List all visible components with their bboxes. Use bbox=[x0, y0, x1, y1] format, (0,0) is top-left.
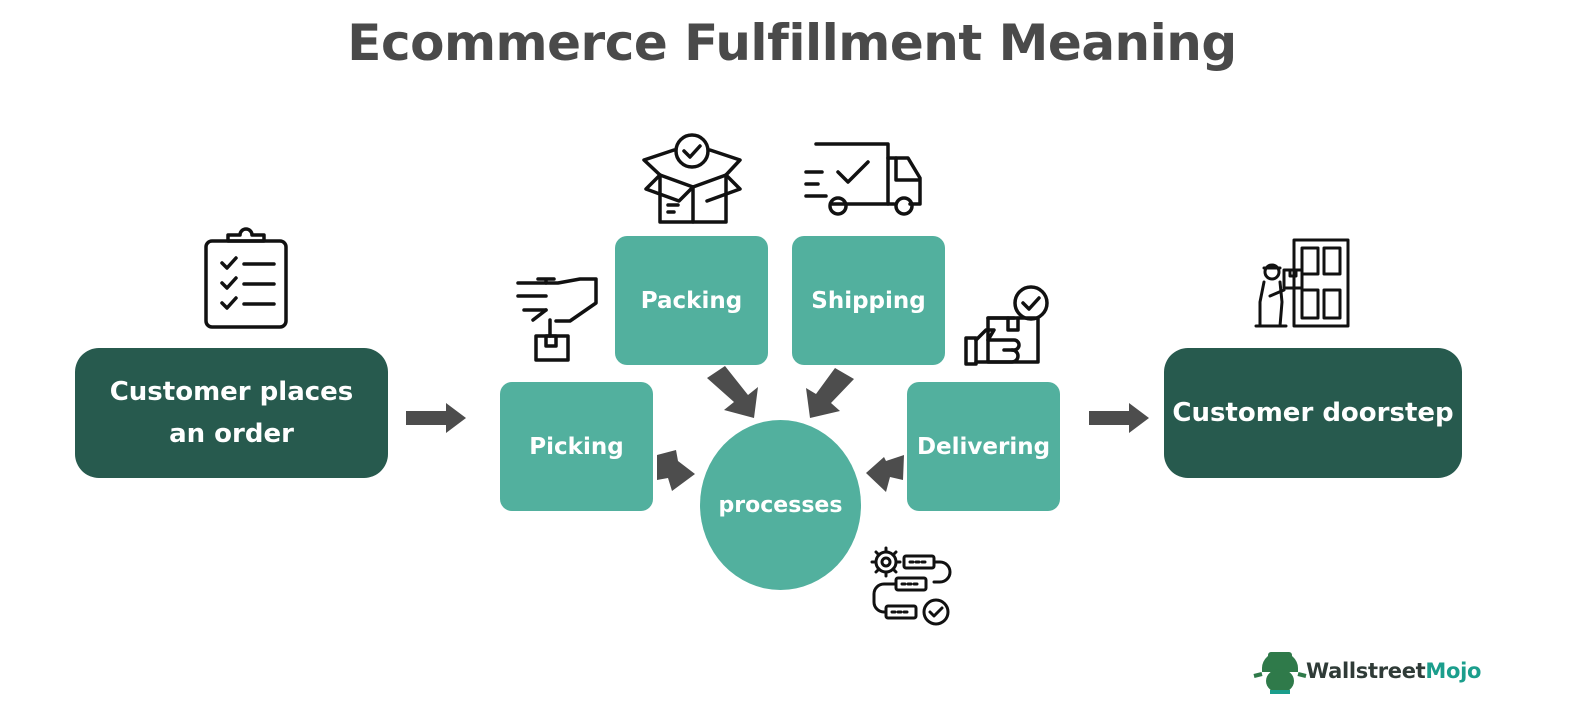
start-box-label: Customer places an order bbox=[109, 377, 354, 449]
delivery-person-door-icon bbox=[1254, 238, 1350, 328]
clipboard-checklist-icon bbox=[204, 227, 288, 329]
step-picking-label: Picking bbox=[529, 433, 624, 460]
hand-box-check-icon bbox=[964, 285, 1049, 366]
arrow-picking-to-center bbox=[657, 450, 695, 491]
start-box: Customer places an order bbox=[75, 348, 388, 478]
page-title: Ecommerce Fulfillment Meaning bbox=[347, 14, 1237, 72]
open-box-check-icon bbox=[642, 133, 742, 224]
arrow-delivering-to-center bbox=[866, 455, 904, 492]
step-packing: Packing bbox=[615, 236, 768, 365]
brand-logo-text: WallstreetMojo bbox=[1306, 659, 1481, 683]
end-box: Customer doorstep bbox=[1164, 348, 1462, 478]
end-box-label: Customer doorstep bbox=[1172, 398, 1454, 428]
step-delivering-label: Delivering bbox=[916, 433, 1051, 460]
center-processes: processes bbox=[700, 420, 861, 590]
arrow-packing-to-center bbox=[707, 366, 758, 418]
arrow-shipping-to-center bbox=[806, 368, 854, 418]
hand-picking-box-icon bbox=[516, 277, 598, 362]
step-delivering: Delivering bbox=[907, 382, 1060, 511]
workflow-gear-icon bbox=[870, 546, 952, 626]
step-shipping: Shipping bbox=[792, 236, 945, 365]
brand-part2: Mojo bbox=[1425, 659, 1482, 683]
step-packing-label: Packing bbox=[640, 287, 743, 314]
arrow-steps-to-end bbox=[1089, 403, 1149, 433]
arrow-start-to-steps bbox=[406, 403, 466, 433]
center-processes-label: processes bbox=[718, 492, 843, 518]
step-picking: Picking bbox=[500, 382, 653, 511]
truck-check-icon bbox=[804, 142, 922, 216]
step-shipping-label: Shipping bbox=[811, 287, 926, 314]
brand-part1: Wallstreet bbox=[1306, 659, 1426, 683]
